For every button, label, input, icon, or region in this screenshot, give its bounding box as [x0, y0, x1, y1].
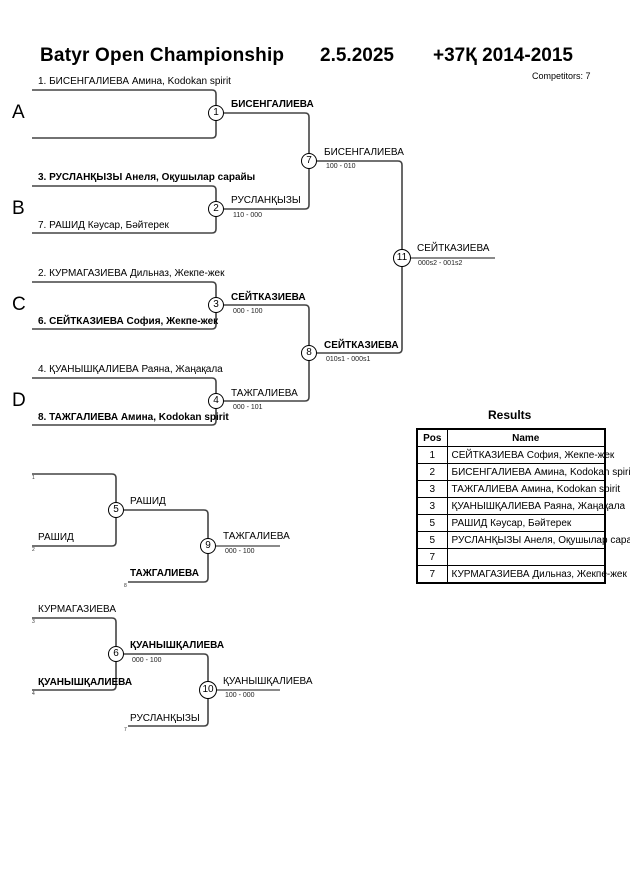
match-1-number[interactable]: 1 [208, 105, 224, 121]
match-10-winner: ҚУАНЫШҚАЛИЕВА [223, 676, 313, 687]
rep-6-top-seed: 3 [32, 619, 35, 625]
match-8-number[interactable]: 8 [301, 345, 317, 361]
results-header-row: Pos Name [416, 428, 606, 447]
result-name [446, 548, 606, 566]
match-1-winner: БИСЕНГАЛИЕВА [231, 99, 314, 110]
match-9-winner: ТАЖГАЛИЕВА [223, 531, 290, 542]
pool-a-label: A [12, 102, 25, 123]
match-7-score: 100 - 010 [326, 163, 356, 170]
line-m5-out [124, 509, 209, 546]
results-title: Results [488, 408, 532, 422]
line-m4-out [224, 360, 310, 402]
line-m10-bottom [128, 690, 209, 727]
line-m2-out [224, 168, 310, 210]
line-m1-out [224, 112, 310, 161]
result-name: БИСЕНГАЛИЕВА Амина, Kodokan spirit [446, 463, 630, 481]
result-pos: 7 [416, 565, 448, 584]
result-name: КУРМАГАЗИЕВА Дильназ, Жекпе-жек [446, 565, 627, 584]
line-m9-bottom [128, 546, 209, 583]
result-pos: 1 [416, 446, 448, 464]
results-row: 7 [416, 548, 606, 566]
rep-5-top-seed: 1 [32, 475, 35, 481]
tournament-date: 2.5.2025 [320, 45, 394, 66]
match-2-score: 110 - 000 [233, 212, 263, 219]
rep-5-bottom-seed: 2 [32, 547, 35, 553]
match-5-winner: РАШИД [130, 496, 166, 507]
match-8-winner: СЕЙТКАЗИЕВА [324, 340, 399, 351]
match-2-winner: РУСЛАНҚЫЗЫ [231, 195, 301, 206]
pool-b-label: B [12, 198, 25, 219]
result-pos: 5 [416, 531, 448, 549]
match-10-number[interactable]: 10 [199, 681, 217, 699]
line-m3-out [224, 304, 310, 353]
pool-d-label: D [12, 390, 26, 411]
result-name: ҚУАНЫШҚАЛИЕВА Раяна, Жаңақала [446, 497, 625, 515]
match-6-number[interactable]: 6 [108, 646, 124, 662]
match-3-number[interactable]: 3 [208, 297, 224, 313]
entry-seed-7[interactable]: 7. РАШИД Кәусар, Бәйтерек [38, 220, 169, 231]
rep-6-top-name[interactable]: КУРМАГАЗИЕВА [38, 604, 117, 615]
match-9-number[interactable]: 9 [200, 538, 216, 554]
line-m6-out [124, 653, 209, 690]
entry-seed-4[interactable]: 4. ҚУАНЫШҚАЛИЕВА Раяна, Жаңақала [38, 364, 223, 375]
result-pos: 5 [416, 514, 448, 532]
rep-6-bottom-seed: 4 [32, 691, 35, 697]
entry-seed-1[interactable]: 1. БИСЕНГАЛИЕВА Амина, Kodokan spirit [38, 76, 231, 87]
competitors-count: Competitors: 7 [532, 71, 591, 81]
match-8-score: 010s1 - 000s1 [326, 356, 371, 363]
match-5-number[interactable]: 5 [108, 502, 124, 518]
tournament-title: Batyr Open Championship [40, 45, 285, 66]
match-11-number[interactable]: 11 [393, 249, 411, 267]
pool-c-label: C [12, 294, 26, 315]
rep-10-bottom-seed: 7 [124, 727, 127, 733]
match-4-number[interactable]: 4 [208, 393, 224, 409]
result-name: РУСЛАНҚЫЗЫ Анеля, Оқушылар сарайы [446, 531, 630, 549]
match-3-winner: СЕЙТКАЗИЕВА [231, 292, 306, 303]
match-7-winner: БИСЕНГАЛИЕВА [324, 147, 404, 158]
match-4-score: 000 - 101 [233, 404, 263, 411]
results-header-name: Name [446, 428, 606, 447]
line-m7-out [317, 160, 403, 258]
result-pos: 3 [416, 480, 448, 498]
match-11-score: 000s2 - 001s2 [418, 260, 463, 267]
weight-category: +37Қ 2014-2015 [433, 45, 573, 66]
match-9-score: 000 - 100 [225, 548, 255, 555]
result-pos: 7 [416, 548, 448, 566]
match-10-score: 100 - 000 [225, 692, 255, 699]
rep-6-bottom-name[interactable]: ҚУАНЫШҚАЛИЕВА [38, 677, 133, 688]
match-3-score: 000 - 100 [233, 308, 263, 315]
rep-9-bottom-seed: 8 [124, 583, 127, 589]
result-name: РАШИД Кәусар, Бәйтерек [446, 514, 606, 532]
result-name: СЕЙТКАЗИЕВА София, Жекпе-жек [446, 446, 614, 464]
entry-seed-6[interactable]: 6. СЕЙТКАЗИЕВА София, Жекпе-жек [38, 316, 219, 327]
line-m8-out [317, 265, 403, 354]
match-11-winner: СЕЙТКАЗИЕВА [417, 243, 490, 254]
entry-seed-3[interactable]: 3. РУСЛАНҚЫЗЫ Анеля, Оқушылар сарайы [38, 172, 256, 183]
result-name: ТАЖГАЛИЕВА Амина, Kodokan spirit [446, 480, 620, 498]
match-2-number[interactable]: 2 [208, 201, 224, 217]
entry-seed-8[interactable]: 8. ТАЖГАЛИЕВА Амина, Kodokan spirit [38, 412, 229, 423]
match-6-score: 000 - 100 [132, 657, 162, 664]
line-m1 [32, 89, 217, 139]
rep-5-bottom-name[interactable]: РАШИД [38, 532, 74, 543]
rep-9-bottom-name[interactable]: ТАЖГАЛИЕВА [130, 568, 199, 579]
rep-10-bottom-name[interactable]: РУСЛАНҚЫЗЫ [130, 713, 200, 724]
match-6-winner: ҚУАНЫШҚАЛИЕВА [130, 640, 225, 651]
results-header-pos: Pos [416, 428, 448, 447]
match-4-winner: ТАЖГАЛИЕВА [231, 388, 298, 399]
result-pos: 3 [416, 497, 448, 515]
match-7-number[interactable]: 7 [301, 153, 317, 169]
result-pos: 2 [416, 463, 448, 481]
entry-seed-2[interactable]: 2. КУРМАГАЗИЕВА Дильназ, Жекпе-жек [38, 268, 225, 279]
